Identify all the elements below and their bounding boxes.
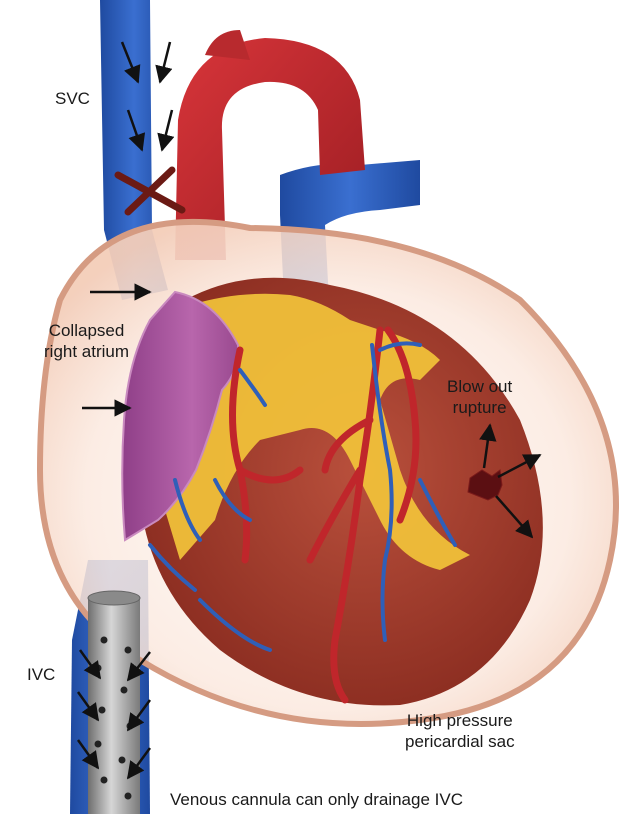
ivc-label: IVC bbox=[27, 664, 55, 685]
blow-out-rupture-label: Blow out rupture bbox=[447, 376, 512, 418]
svc-label: SVC bbox=[55, 88, 90, 109]
collapsed-label-line1: Collapsed bbox=[44, 320, 129, 341]
caption: Venous cannula can only drainage IVC bbox=[170, 789, 463, 810]
rupture-label-line1: Blow out bbox=[447, 376, 512, 397]
venous-cannula bbox=[88, 591, 140, 814]
sac-label-line1: High pressure bbox=[405, 710, 515, 731]
collapsed-label-line2: right atrium bbox=[44, 341, 129, 362]
rupture-label-line2: rupture bbox=[447, 397, 512, 418]
collapsed-right-atrium-label: Collapsed right atrium bbox=[44, 320, 129, 362]
sac-label-line2: pericardial sac bbox=[405, 731, 515, 752]
aorta-branch bbox=[205, 30, 250, 60]
high-pressure-sac-label: High pressure pericardial sac bbox=[405, 710, 515, 752]
